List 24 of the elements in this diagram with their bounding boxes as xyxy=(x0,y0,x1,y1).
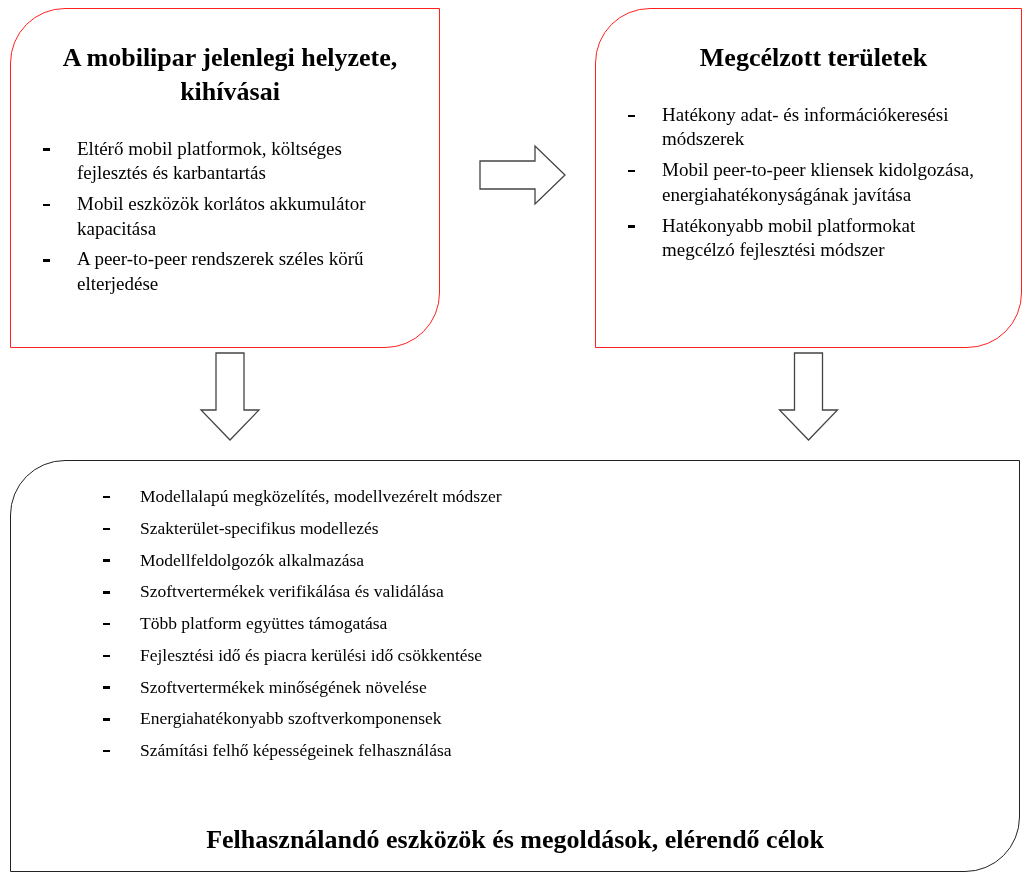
list-item: Hatékonyabb mobil platformokat megcélzó fejlesztési módszer xyxy=(662,213,917,263)
list-item: Eltérő mobil platformok, költséges fejlesztés és karbantartás xyxy=(77,136,343,186)
box-heading: Megcélzott területek xyxy=(698,42,929,74)
list-item: A peer-to-peer rendszerek széles körű elterjedése xyxy=(77,247,365,297)
block-arrow xyxy=(199,352,261,441)
list-item: Mobil eszközök korlátos akkumulátor kapacitása xyxy=(77,191,367,241)
list-item: Modellfeldolgozók alkalmazása xyxy=(140,548,364,572)
list-item: Számítási felhő képességeinek felhasználása xyxy=(140,739,452,762)
box-heading: Felhasználandó eszközök és megoldások, elérendő célok xyxy=(205,824,825,857)
rounded-box xyxy=(10,460,1020,872)
list-item: Energiahatékonyabb szoftverkomponensek xyxy=(140,707,442,730)
list-item: Szakterület-specifikus modellezés xyxy=(140,516,379,540)
list-item: Több platform együttes támogatása xyxy=(140,612,388,635)
rounded-box xyxy=(595,8,1022,348)
list-item: Mobil peer-to-peer kliensek kidolgozása, energiahatékonyságának javítása xyxy=(662,158,975,207)
list-item: Modellalapú megközelítés, modellvezérelt módszer xyxy=(140,485,502,508)
box-heading: A mobilipar jelenlegi helyzete, kihívásai xyxy=(61,42,399,108)
rounded-box xyxy=(10,8,440,348)
block-arrow xyxy=(479,144,566,206)
list-item: Fejlesztési idő és piacra kerülési idő csökkentése xyxy=(140,643,483,667)
list-item: Szoftvertermékek verifikálása és validálása xyxy=(140,580,444,603)
list-item: Szoftvertermékek minőségének növelése xyxy=(140,675,427,699)
list-item: Hatékony adat- és információkeresési módszerek xyxy=(662,102,950,152)
block-arrow xyxy=(777,352,840,441)
